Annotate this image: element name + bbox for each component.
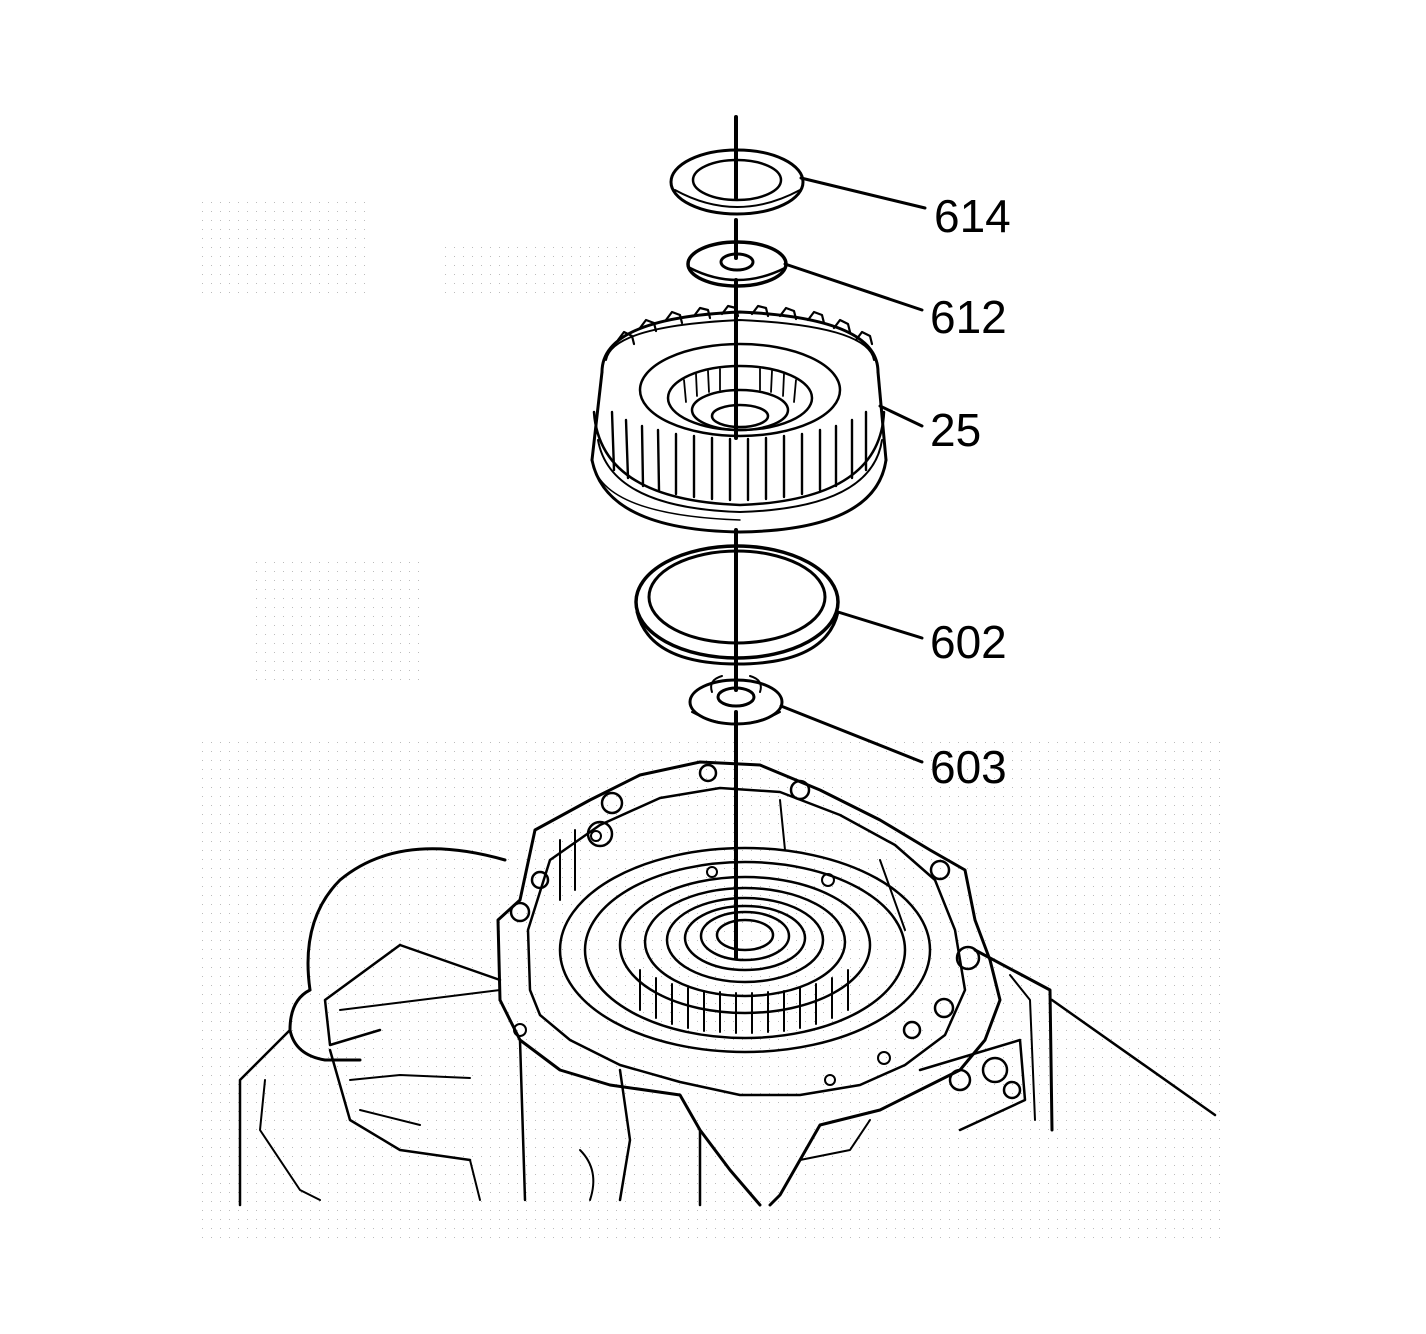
callout-603: 603 <box>930 741 1007 793</box>
stipple-bottom <box>200 740 1220 1240</box>
leader-602 <box>836 610 924 640</box>
callout-602: 602 <box>930 616 1007 668</box>
stipple-mid-top <box>440 240 640 300</box>
callout-25: 25 <box>930 404 981 456</box>
callout-612: 612 <box>930 291 1007 343</box>
washer-603 <box>688 675 784 726</box>
callout-614: 614 <box>934 190 1011 242</box>
leader-603 <box>779 704 924 764</box>
stipple-left-top <box>200 195 370 295</box>
ring-602 <box>634 544 840 666</box>
callout-labels: 614 612 25 602 603 <box>930 190 1011 793</box>
leader-614 <box>799 176 927 210</box>
leader-612 <box>783 262 924 312</box>
stipple-left-mid <box>250 560 420 680</box>
leader-25 <box>878 404 924 428</box>
leader-lines <box>779 176 927 764</box>
washer-614 <box>669 148 805 216</box>
transmission-case <box>238 760 1217 1207</box>
clutch-housing-25 <box>590 304 888 534</box>
